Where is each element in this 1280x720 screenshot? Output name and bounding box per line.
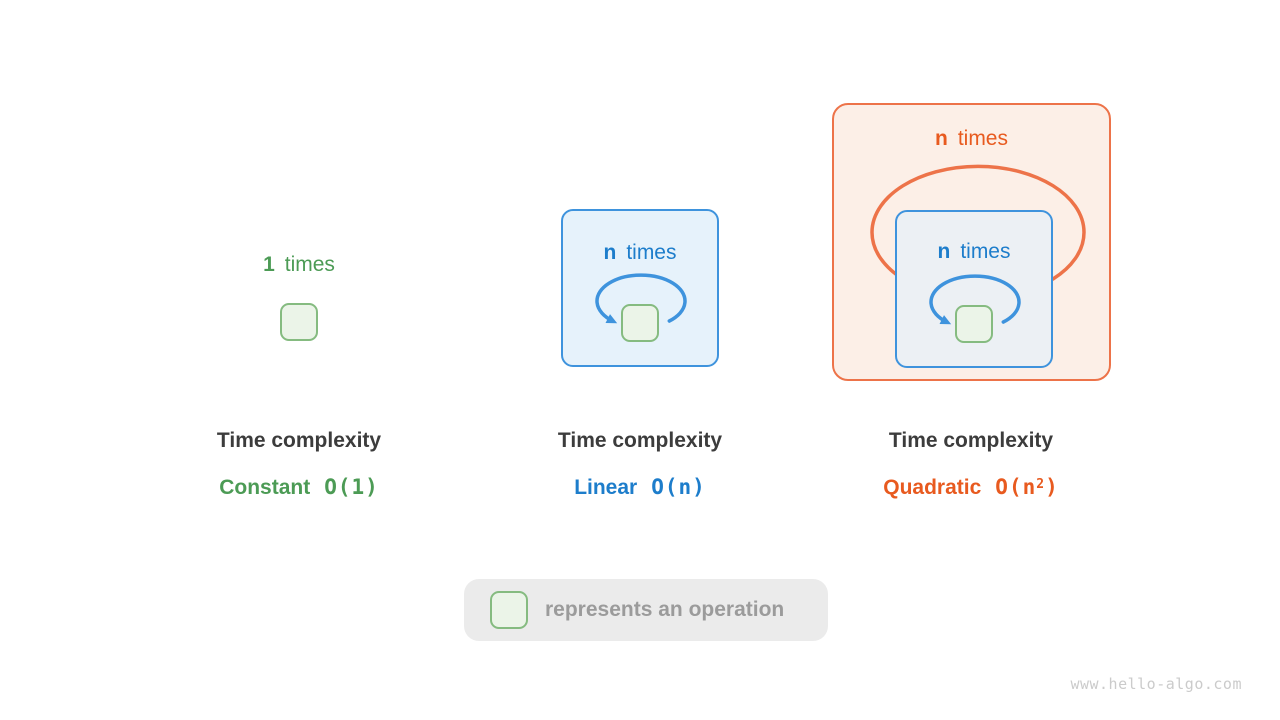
constant-count-label: 1 times bbox=[199, 250, 399, 280]
linear-section-title: Time complexity bbox=[557, 429, 723, 452]
quadratic-inner-times-word: times bbox=[960, 240, 1011, 263]
quadratic-inner-count: n bbox=[937, 240, 951, 263]
constant-section-title: Time complexity bbox=[216, 429, 382, 452]
constant-times-word: times bbox=[284, 253, 335, 276]
legend-text: represents an operation bbox=[545, 598, 785, 621]
constant-name: Constant bbox=[219, 476, 311, 499]
watermark: www.hello-algo.com bbox=[1070, 675, 1242, 693]
outer-loop-arrow-icon bbox=[870, 164, 1086, 282]
quadratic-outer-count: n bbox=[934, 127, 948, 150]
quadratic-outer-times-word: times bbox=[957, 127, 1008, 150]
quadratic-name: Quadratic bbox=[883, 476, 982, 499]
linear-times-word: times bbox=[626, 241, 677, 264]
linear-name: Linear bbox=[574, 476, 638, 499]
constant-count: 1 bbox=[263, 253, 275, 276]
linear-count: n bbox=[603, 241, 617, 264]
loop-arrow-icon bbox=[929, 274, 1021, 325]
operation-box bbox=[621, 304, 659, 342]
operation-box bbox=[490, 591, 528, 629]
legend-pill: represents an operation bbox=[464, 579, 828, 641]
quadratic-section-title: Time complexity bbox=[888, 429, 1054, 452]
loop-arrow-icon bbox=[595, 273, 687, 324]
operation-box bbox=[280, 303, 318, 341]
operation-box bbox=[955, 305, 993, 343]
